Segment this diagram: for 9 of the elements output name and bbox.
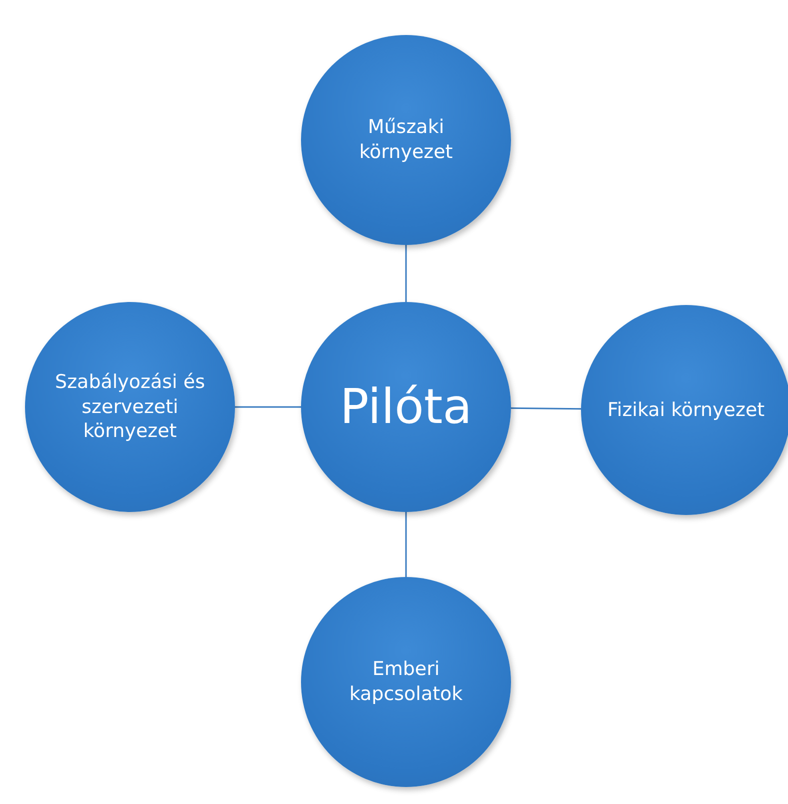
connector-line [405,245,407,302]
connector-line [235,406,301,408]
node-label: Emberi kapcsolatok [348,657,464,707]
node-label: Fizikai környezet [607,398,765,422]
node-label: Szabályozási és szervezeti környezet [54,370,206,444]
node-label: Pilóta [340,378,472,437]
node-label: Műszaki környezet [358,115,454,165]
connector-line [510,407,582,410]
connector-line [405,512,407,577]
